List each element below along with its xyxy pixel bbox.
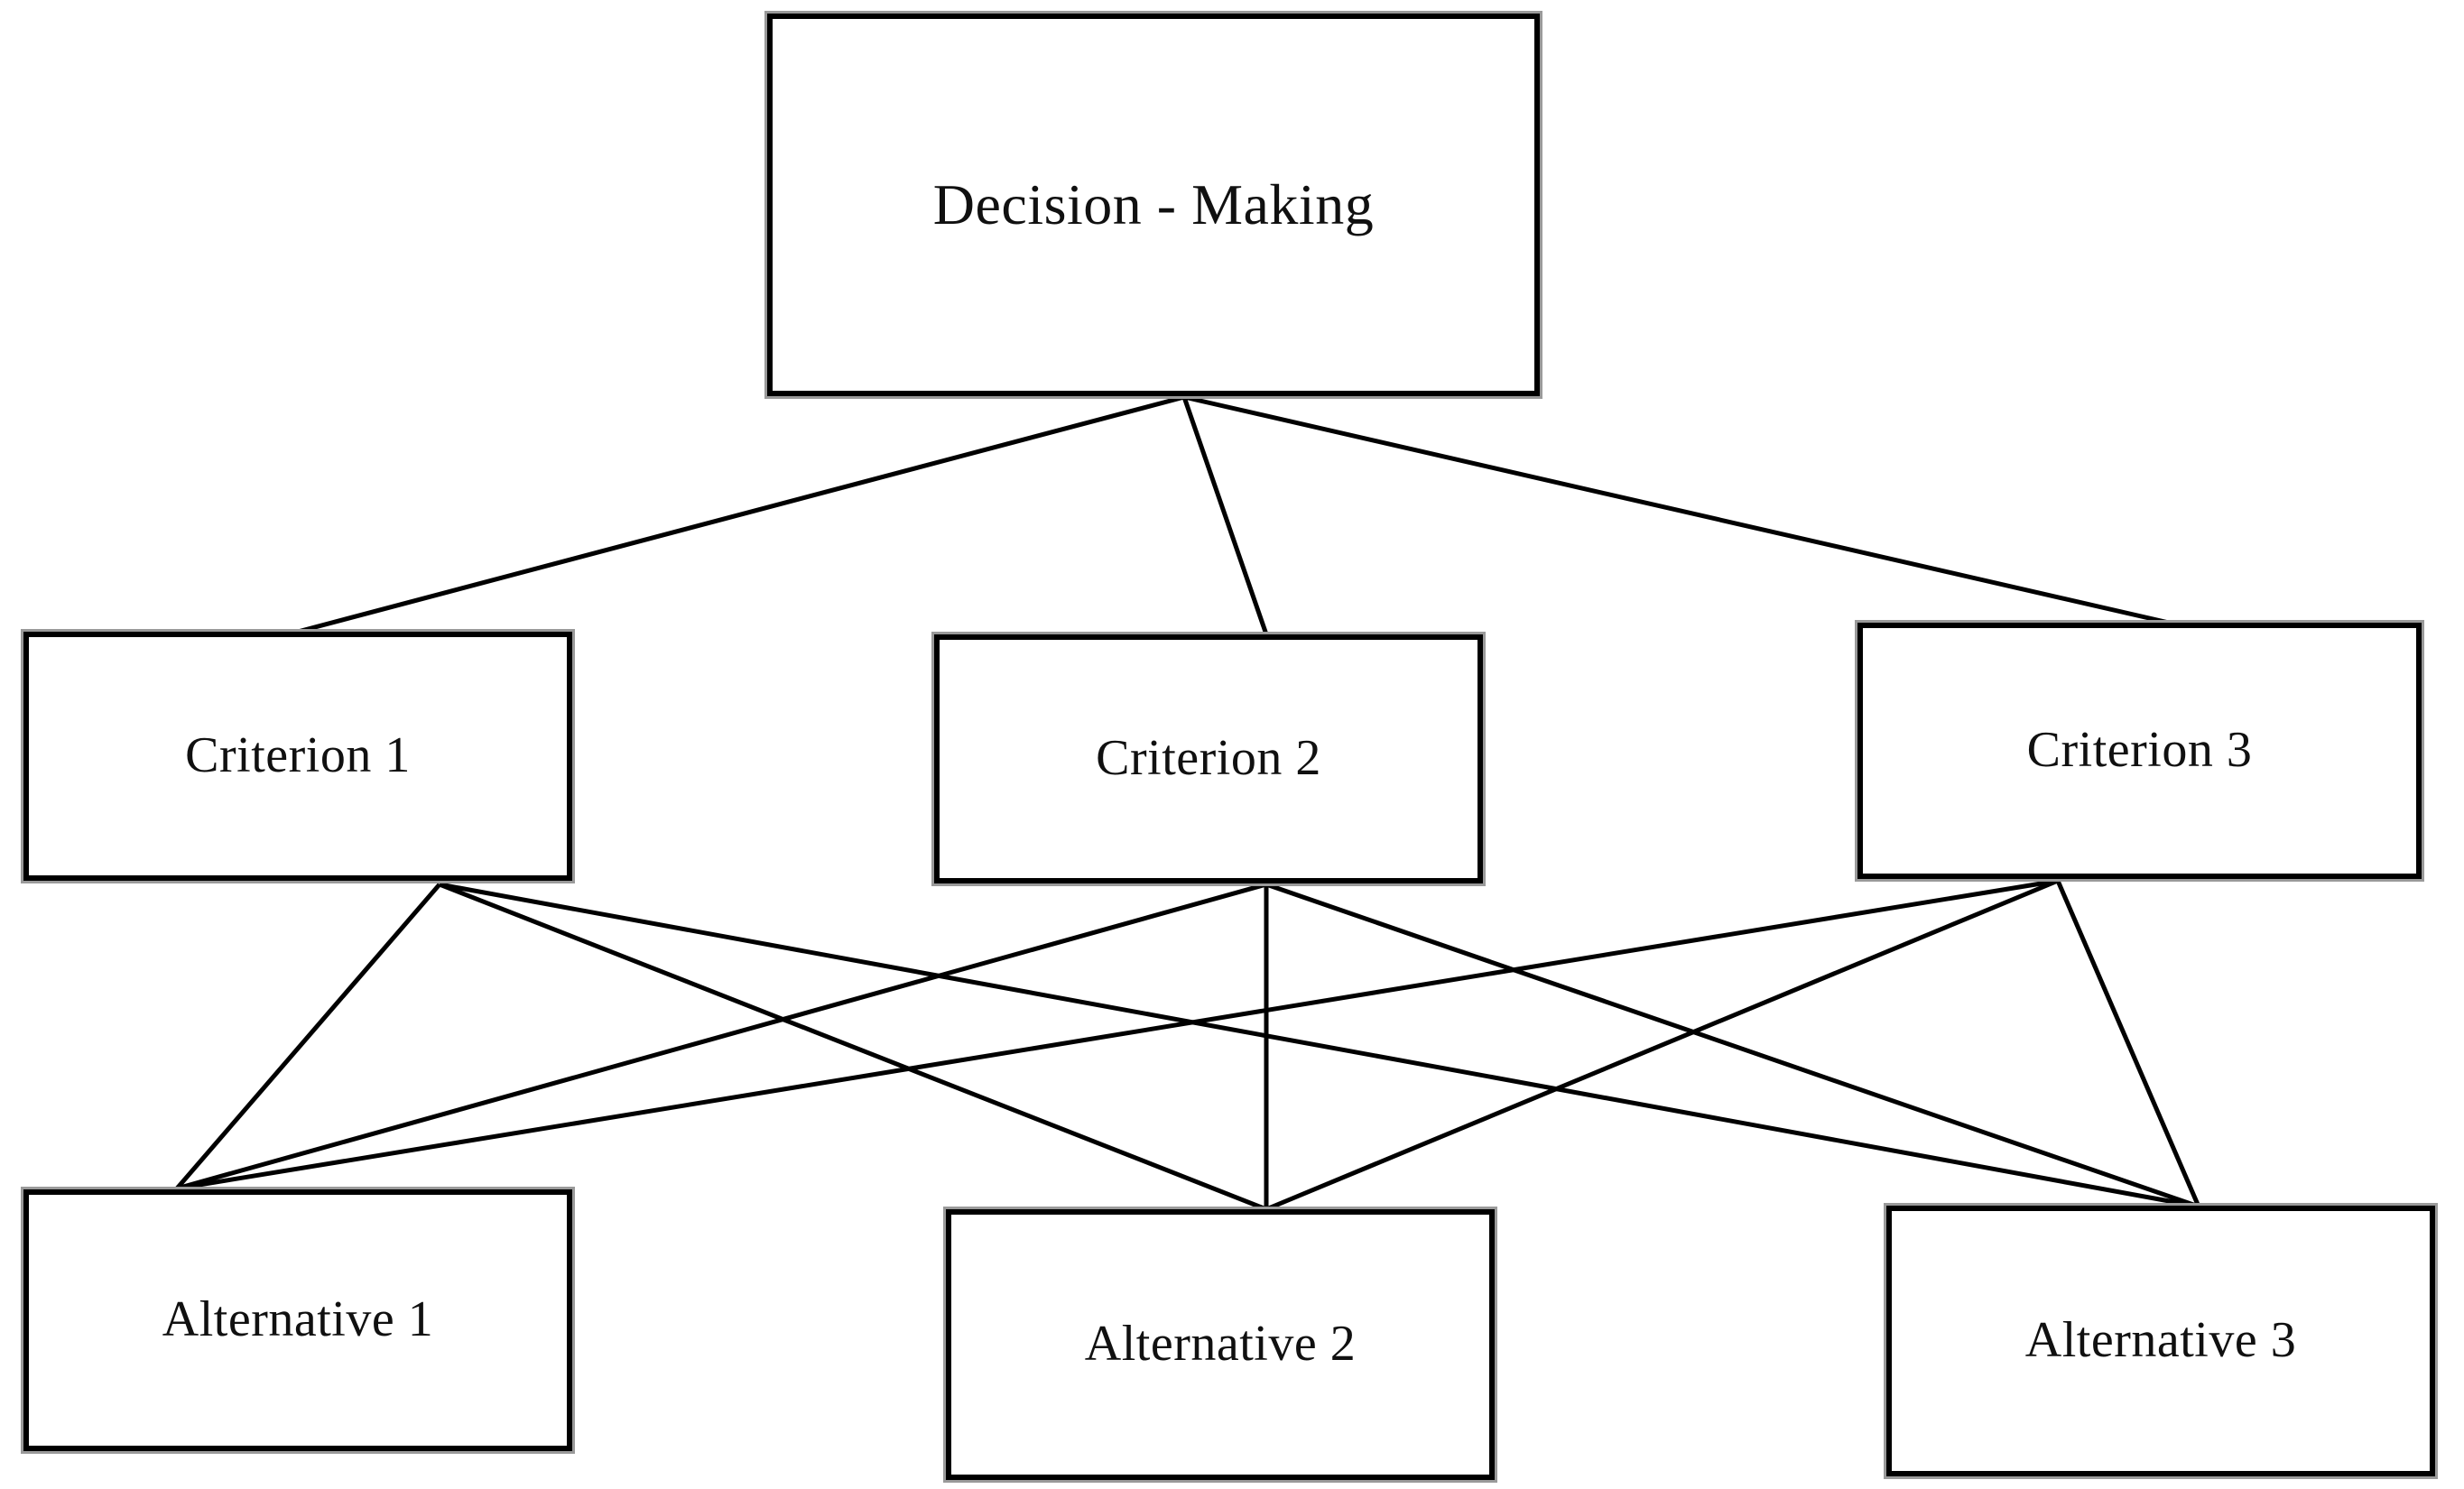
- edge-criterion-3-to-alternative-3: [2055, 880, 2201, 1207]
- edge-criterion-2-to-alternative-1: [176, 882, 1267, 1191]
- node-alternative-2[interactable]: Alternative 2: [943, 1207, 1497, 1483]
- edge-criterion-3-to-alternative-1: [176, 878, 2059, 1191]
- node-criterion-2[interactable]: Criterion 2: [931, 632, 1486, 886]
- criteria-edges: [175, 878, 2201, 1212]
- node-alternative-1[interactable]: Alternative 1: [21, 1187, 575, 1454]
- node-decision-making[interactable]: Decision - Making: [764, 11, 1542, 399]
- node-criterion-3[interactable]: Criterion 3: [1855, 620, 2424, 882]
- edge-criterion-3-to-alternative-2: [1265, 878, 2059, 1212]
- edge-criterion-1-to-alternative-3: [439, 882, 2200, 1209]
- edge-criterion-2-to-alternative-3: [1265, 882, 2200, 1209]
- edge-goal-to-criterion-1: [297, 394, 1185, 634]
- edge-goal-to-criterion-3: [1183, 394, 2170, 625]
- node-label-alternative-2: Alternative 2: [1084, 1316, 1357, 1373]
- node-label-goal: Decision - Making: [932, 171, 1375, 236]
- node-label-criterion-2: Criterion 2: [1096, 730, 1321, 787]
- node-criterion-1[interactable]: Criterion 1: [21, 629, 575, 883]
- node-label-alternative-1: Alternative 1: [162, 1291, 434, 1348]
- node-label-alternative-3: Alternative 3: [2024, 1312, 2297, 1369]
- edge-criterion-1-to-alternative-2: [439, 882, 1267, 1212]
- node-label-criterion-3: Criterion 3: [2026, 722, 2253, 779]
- edge-goal-to-criterion-2: [1181, 396, 1269, 635]
- node-alternative-3[interactable]: Alternative 3: [1884, 1203, 2438, 1479]
- edge-criterion-1-to-alternative-1: [175, 883, 441, 1190]
- goal-edges: [297, 394, 2170, 635]
- node-label-criterion-1: Criterion 1: [185, 727, 411, 784]
